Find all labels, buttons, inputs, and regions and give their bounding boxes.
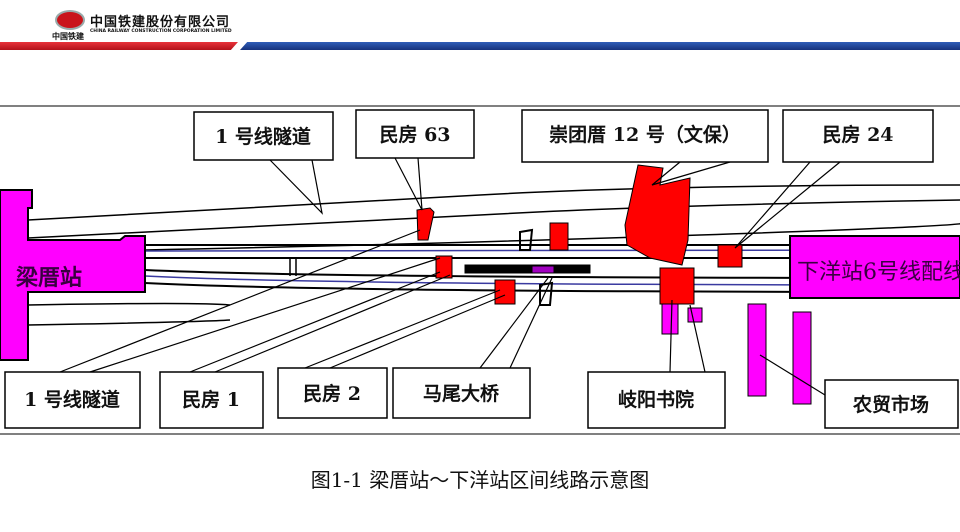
station-xiayang-label: 下洋站6号线配线段 (797, 260, 960, 285)
header-red-stripe (0, 42, 238, 50)
building-market-2 (792, 311, 812, 405)
logo-cn-text: 中国铁建 (52, 32, 84, 41)
building-market-1 (747, 303, 767, 397)
crcc-logo-icon (55, 10, 85, 30)
station-liangcuo-label: 梁厝站 (15, 265, 82, 291)
callout-qiyang-academy: 岐阳书院 (618, 388, 694, 411)
company-name-en: CHINA RAILWAY CONSTRUCTION CORPORATION L… (90, 29, 232, 34)
callout-line1-tunnel-bottom: 1 号线隧道 (24, 388, 120, 411)
callout-line1-tunnel-top: 1 号线隧道 (215, 125, 311, 148)
station-xiayang (789, 235, 960, 299)
building-qiyang-academy (659, 267, 695, 305)
figure-caption: 图1-1 梁厝站～下洋站区间线路示意图 (310, 468, 650, 492)
callout-minfang-2: 民房 2 (303, 382, 361, 405)
building-minfang-24 (717, 244, 743, 268)
building-qiyang-annex (661, 303, 679, 335)
bridge-deck (464, 264, 591, 274)
building-ma-wei-1 (549, 222, 569, 251)
callout-boxes (4, 109, 959, 429)
route-diagram: 梁厝站 下洋站6号线配线段 (0, 105, 960, 435)
leader-lines (59, 157, 841, 396)
station-liangcuo (0, 189, 146, 361)
callout-farmers-market: 农贸市场 (852, 393, 929, 416)
callout-chongtuancuo-12: 崇团厝 12 号（文保） (549, 123, 741, 146)
header-blue-stripe (240, 42, 960, 50)
callout-minfang-24: 民房 24 (822, 123, 893, 146)
building-minfang-2 (494, 279, 516, 305)
building-minfang-63 (416, 207, 435, 241)
callout-minfang-1: 民房 1 (182, 388, 240, 411)
callout-minfang-63: 民房 63 (379, 123, 450, 146)
company-name-cn: 中国铁建股份有限公司 (90, 15, 231, 30)
callout-mawei-bridge: 马尾大桥 (423, 382, 500, 405)
buildings (416, 164, 812, 405)
